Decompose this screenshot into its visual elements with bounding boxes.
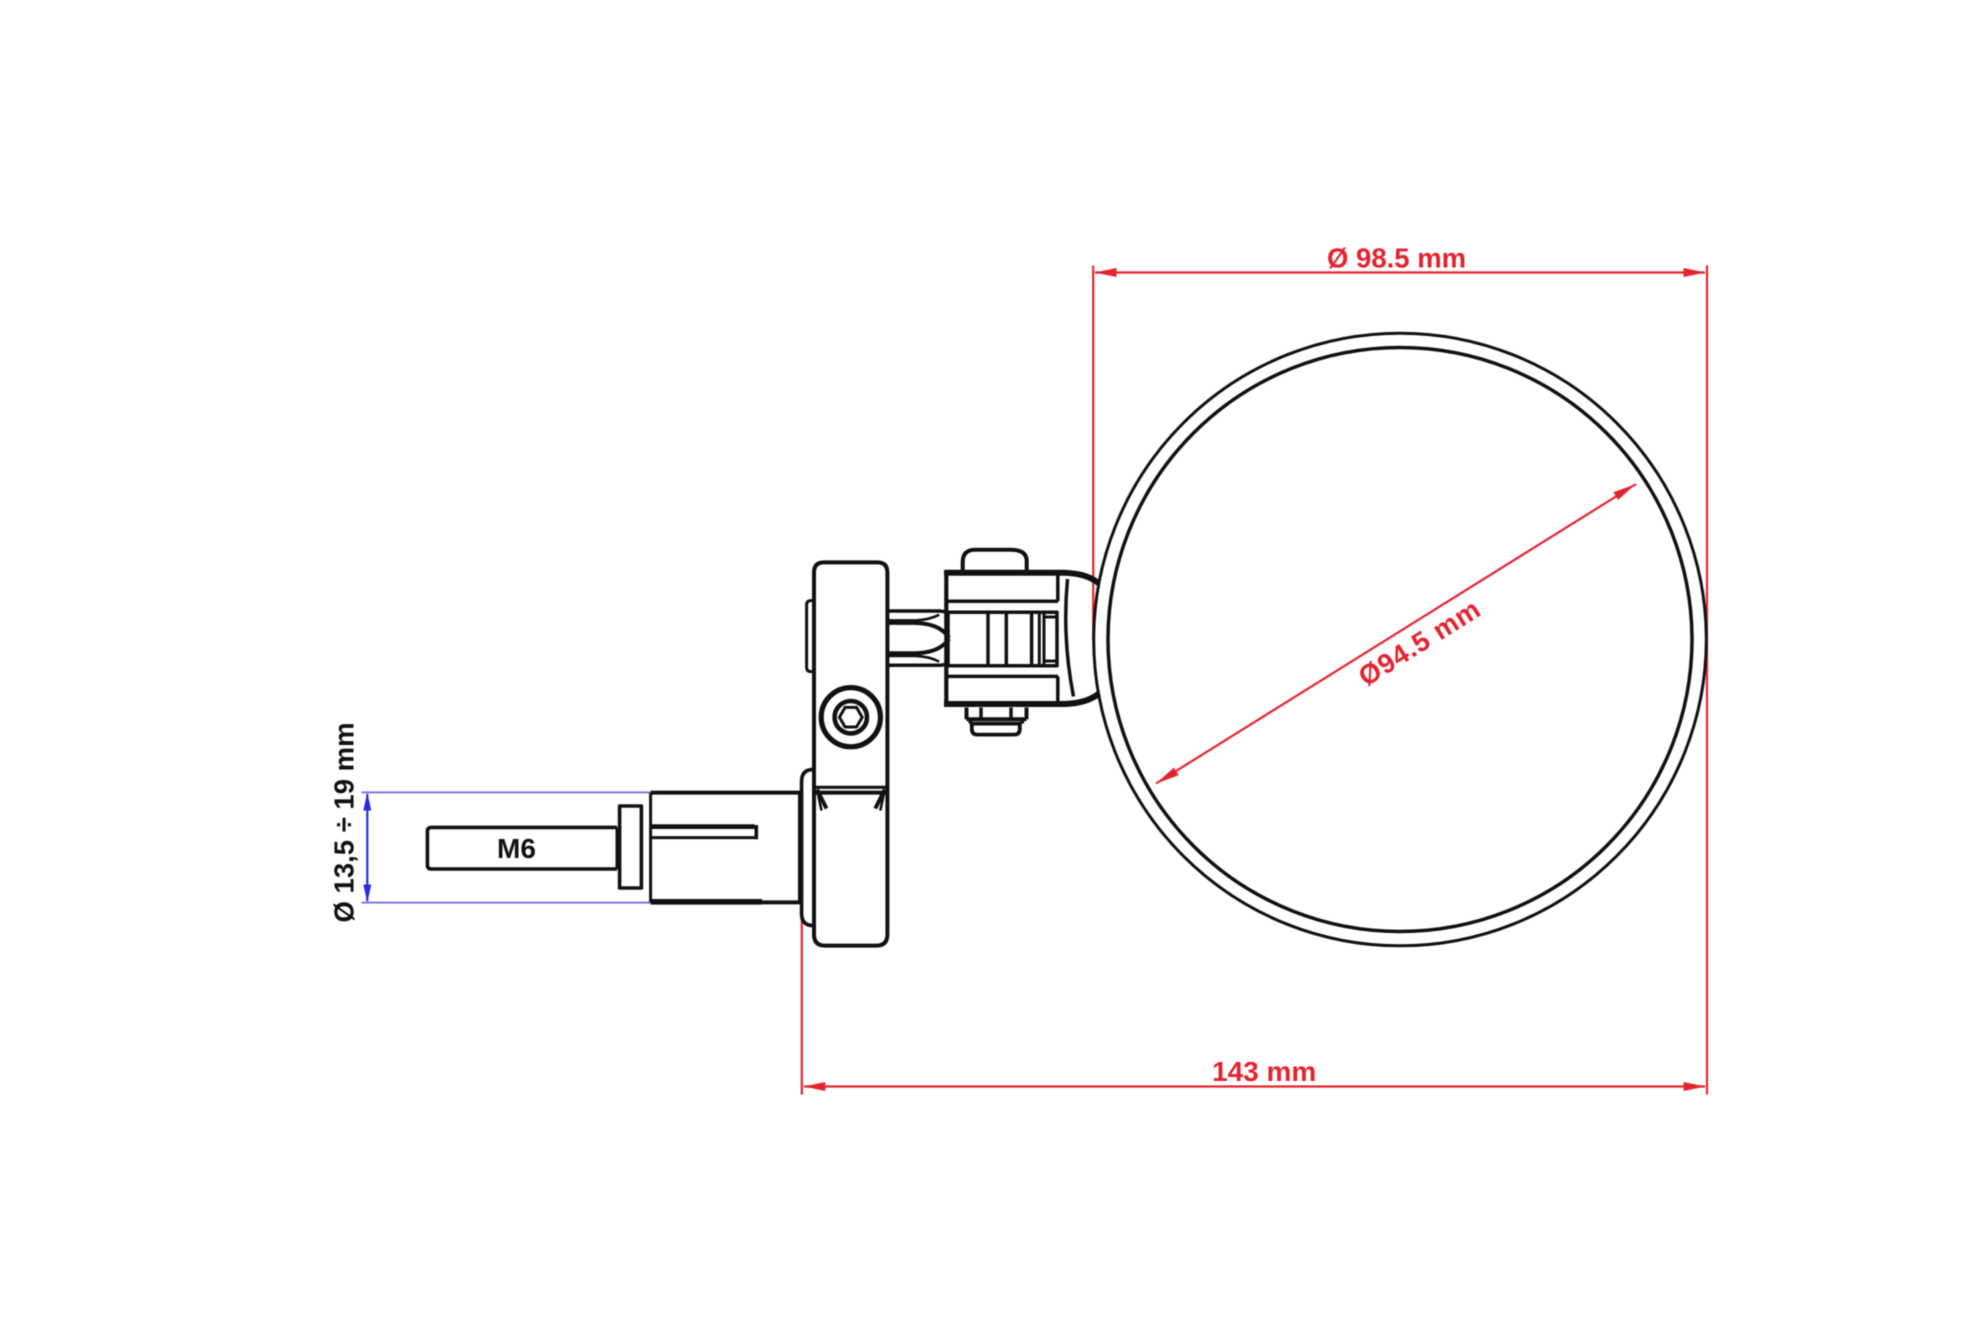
svg-text:Ø 98.5 mm: Ø 98.5 mm bbox=[1327, 243, 1466, 274]
svg-text:Ø 13,5 ÷ 19 mm: Ø 13,5 ÷ 19 mm bbox=[329, 722, 360, 922]
svg-text:M6: M6 bbox=[497, 833, 536, 864]
svg-text:143 mm: 143 mm bbox=[1212, 1056, 1316, 1087]
